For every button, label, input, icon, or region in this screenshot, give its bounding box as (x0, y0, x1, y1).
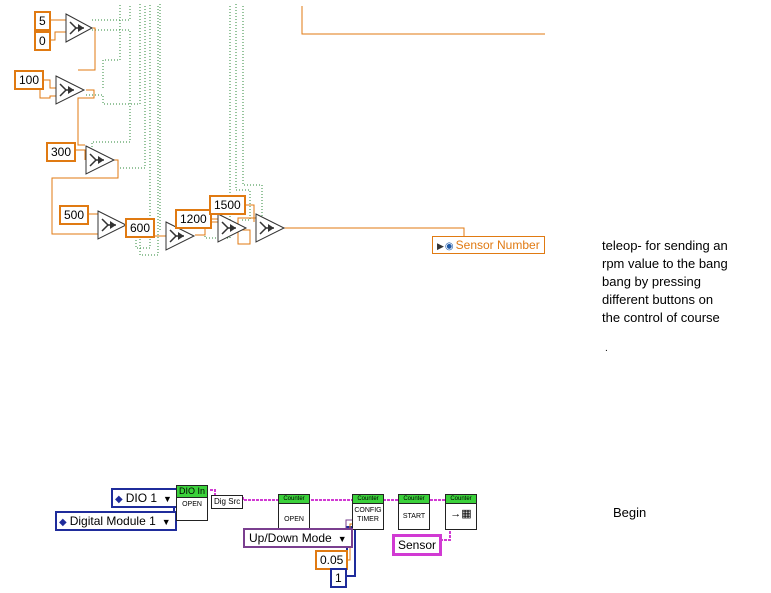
counter-header: Counter (279, 495, 309, 504)
compare-node-4[interactable] (97, 210, 128, 240)
counter-open-label: OPEN (284, 516, 304, 523)
counter-header: Counter (353, 495, 383, 504)
teleop-comment-line-5: the control of course (602, 310, 720, 325)
teleop-comment-line-1: teleop- for sending an (602, 238, 728, 253)
dio-in-open-label: OPEN (182, 501, 202, 508)
module-ring[interactable]: ◆Digital Module 1 ▼ (55, 511, 177, 531)
constant-0[interactable]: 0 (34, 31, 51, 51)
teleop-comment-line-4: different buttons on (602, 292, 714, 307)
teleop-comment-line-2: rpm value to the bang (602, 256, 728, 271)
compare-node-1[interactable] (65, 13, 94, 43)
ring-control-icon: ◆ (59, 517, 67, 528)
compare-node-7[interactable] (255, 213, 286, 243)
dio-ring-label: DIO 1 (125, 491, 158, 505)
teleop-comment-line-3: bang by pressing (602, 274, 702, 289)
counter-open-vi[interactable]: Counter OPEN (278, 494, 310, 530)
chevron-down-icon: ▼ (337, 534, 347, 544)
constant-5[interactable]: 5 (34, 11, 51, 31)
dio-in-header: DIO In (177, 486, 207, 498)
counter-start-label: START (402, 513, 426, 520)
globe-icon: ◉ (444, 241, 454, 252)
constant-600[interactable]: 600 (125, 218, 156, 238)
indicator-arrow-icon: ▶ (437, 241, 444, 251)
sensor-number-label: Sensor Number (455, 238, 540, 252)
up-down-mode-enum[interactable]: Up/Down Mode ▼ (243, 528, 353, 548)
constant-100[interactable]: 100 (14, 70, 45, 90)
dio-ring[interactable]: ◆DIO 1 ▼ (111, 488, 178, 508)
counter-get-icon: →▦ (450, 508, 472, 520)
counter-header: Counter (446, 495, 476, 504)
config-label: CONFIG (354, 507, 382, 514)
up-down-mode-label: Up/Down Mode (249, 531, 332, 545)
ring-control-icon: ◆ (115, 494, 123, 505)
constant-500[interactable]: 500 (59, 205, 90, 225)
counter-config-timer-vi[interactable]: Counter CONFIG TIMER (352, 494, 384, 530)
dio-in-open-vi[interactable]: DIO In OPEN (176, 485, 208, 521)
chevron-down-icon: ▼ (163, 494, 172, 504)
teleop-comment: teleop- for sending an rpm value to the … (602, 237, 728, 327)
compare-node-6[interactable] (217, 213, 248, 243)
begin-comment: Begin (613, 505, 647, 520)
counter-get-vi[interactable]: Counter →▦ (445, 494, 477, 530)
constant-1200[interactable]: 1200 (175, 209, 212, 229)
constant-1[interactable]: 1 (330, 568, 347, 588)
compare-node-3[interactable] (85, 145, 116, 175)
sensor-number-indicator[interactable]: ▶◉Sensor Number (432, 236, 545, 254)
counter-start-vi[interactable]: Counter START (398, 494, 430, 530)
compare-node-2[interactable] (55, 75, 86, 105)
sensor-refnum-constant[interactable]: Sensor (392, 534, 443, 556)
counter-header: Counter (399, 495, 429, 504)
module-ring-label: Digital Module 1 (69, 514, 156, 528)
chevron-down-icon: ▼ (161, 517, 171, 527)
compare-node-5[interactable] (165, 221, 196, 251)
constant-300[interactable]: 300 (46, 142, 77, 162)
constant-1500[interactable]: 1500 (209, 195, 246, 215)
timer-label: TIMER (357, 516, 379, 523)
stray-dot: . (605, 343, 608, 354)
constant-0-05[interactable]: 0.05 (315, 550, 349, 570)
dig-src-label: Dig Src (211, 495, 244, 509)
